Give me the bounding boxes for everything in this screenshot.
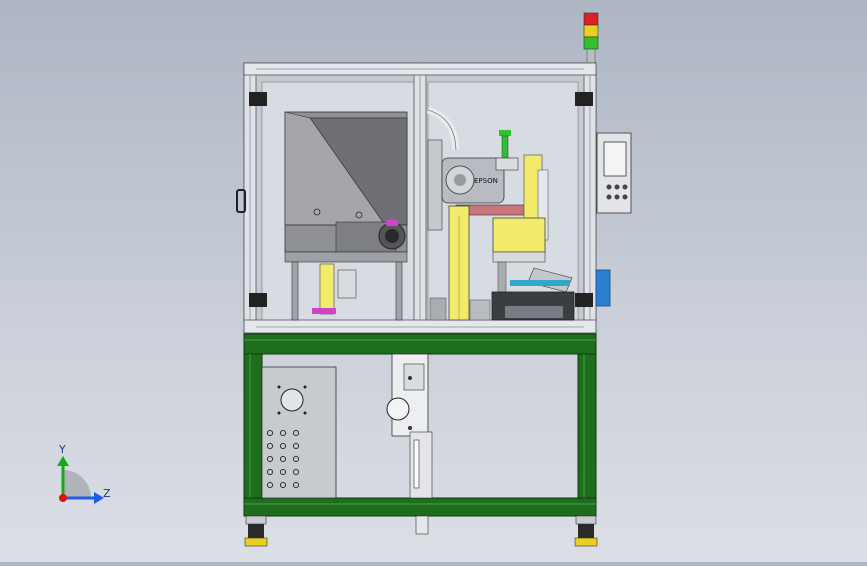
door-hinge (249, 293, 267, 307)
control-panel (596, 132, 632, 214)
stack-light (583, 12, 599, 67)
vent-hole (279, 429, 287, 437)
vent-hole (266, 429, 274, 437)
coordinate-triad: Y Z (57, 443, 111, 504)
vent-hole (292, 442, 300, 450)
hopper-feeder (284, 111, 408, 321)
vent-hole (266, 481, 274, 489)
door-hinge (575, 293, 593, 307)
robot-brand-label: EPSON (474, 177, 498, 185)
panel-button[interactable] (614, 194, 620, 200)
stack-light-yellow (583, 24, 599, 38)
vent-hole (279, 468, 287, 476)
lift-mechanism (386, 353, 433, 535)
hmi-screen[interactable] (603, 141, 627, 177)
door-hinge (575, 92, 593, 106)
vent-hole (279, 442, 287, 450)
vent-hole (279, 481, 287, 489)
vent-hole (292, 481, 300, 489)
magenta-part (386, 220, 398, 226)
y-axis-label: Y (58, 443, 66, 456)
panel-button[interactable] (606, 184, 612, 190)
z-axis-label: Z (103, 487, 111, 500)
electrical-cabinet (261, 366, 337, 499)
vent-hole (279, 455, 287, 463)
panel-button[interactable] (606, 194, 612, 200)
origin-point (59, 494, 67, 502)
stack-light-red (583, 12, 599, 26)
stack-light-green (583, 36, 599, 50)
panel-button[interactable] (622, 184, 628, 190)
vent-hole (266, 455, 274, 463)
panel-button[interactable] (614, 184, 620, 190)
panel-button[interactable] (622, 194, 628, 200)
vent-hole (292, 468, 300, 476)
vent-hole (266, 468, 274, 476)
vent-hole (292, 429, 300, 437)
vent-hole (292, 455, 300, 463)
vent-hole (266, 442, 274, 450)
leveling-feet (244, 515, 598, 547)
door-handle (236, 189, 246, 213)
assembly-station (429, 130, 611, 321)
blue-bin (595, 269, 611, 307)
door-hinge (249, 92, 267, 106)
scara-robot: EPSON (426, 106, 533, 321)
